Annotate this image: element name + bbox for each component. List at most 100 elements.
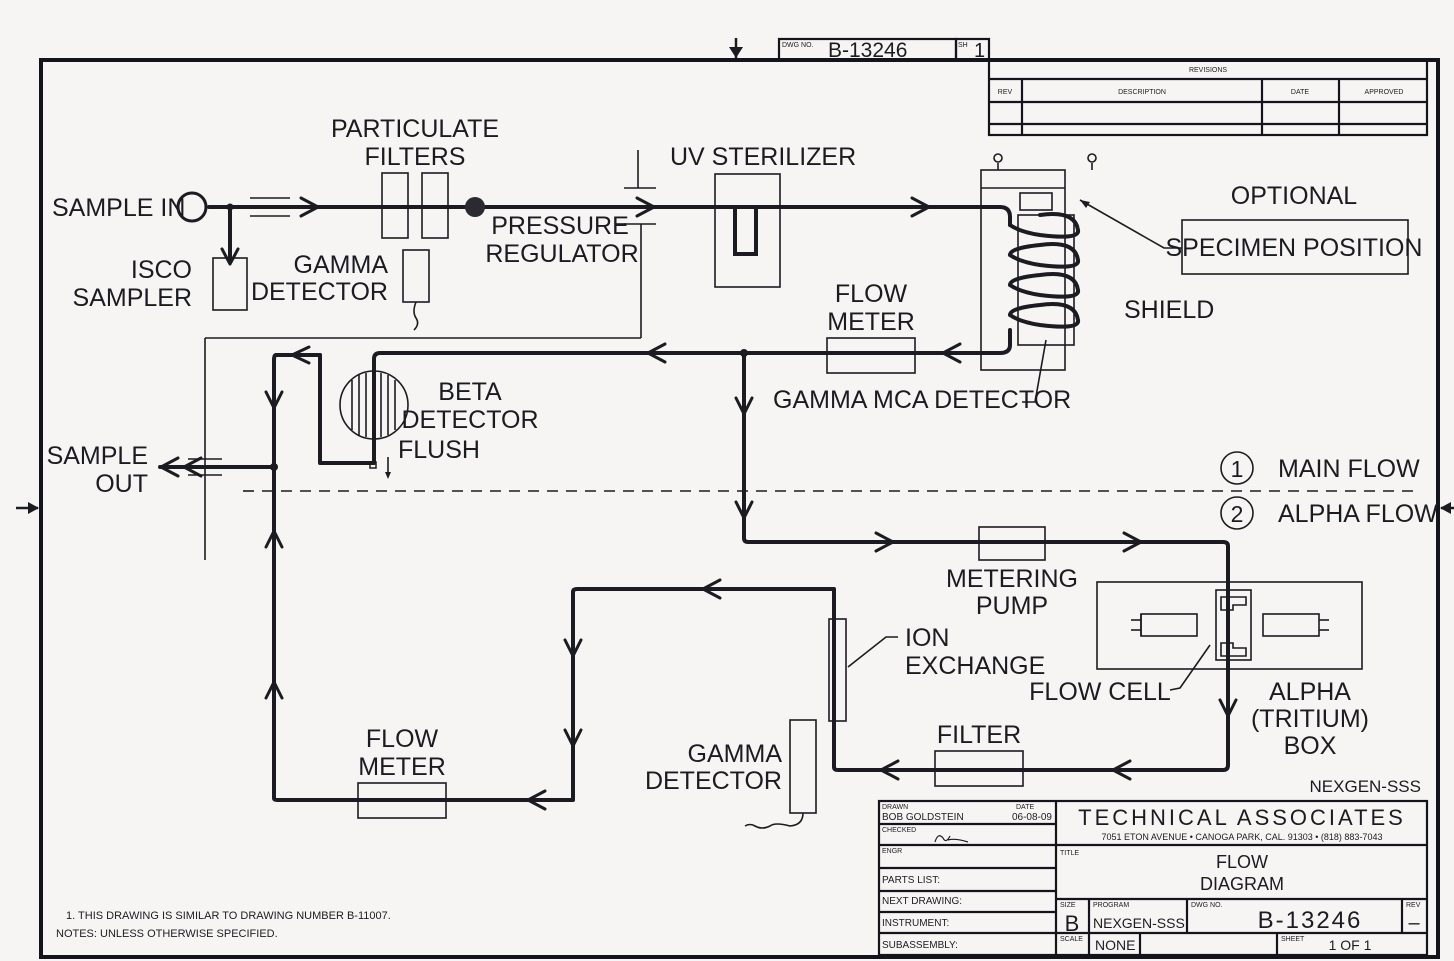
uv-lamp-icon xyxy=(733,207,758,256)
beta-detector-label-2: DETECTOR xyxy=(401,406,538,434)
alpha-box-label-3: BOX xyxy=(1284,732,1337,760)
engr-label: ENGR xyxy=(882,848,902,855)
coil-icon xyxy=(1008,212,1080,329)
arrow-left-icon xyxy=(646,342,667,364)
isco-sampler-label-2: SAMPLER xyxy=(73,284,192,312)
pressure-regulator-symbol xyxy=(188,150,656,560)
program-value: NEXGEN-SSS xyxy=(1093,915,1185,931)
drawing-border xyxy=(39,58,1440,959)
uv-sterilizer-box xyxy=(714,173,781,288)
size-label: SIZE xyxy=(1060,902,1076,909)
optional-label: OPTIONAL xyxy=(1231,182,1358,210)
filter-box xyxy=(934,750,1024,787)
specimen-position-box xyxy=(1181,219,1409,275)
arrow-left-icon xyxy=(879,759,900,781)
flush-label: FLUSH xyxy=(398,436,480,464)
main-inlet-line xyxy=(207,205,1012,227)
beta-detector-label: BETA xyxy=(438,378,502,406)
arrow-left-icon xyxy=(290,345,311,365)
flow-cell-box xyxy=(1215,589,1252,661)
title-block: DRAWN BOB GOLDSTEIN DATE 06-08-09 CHECKE… xyxy=(877,799,1429,957)
arrow-down-icon xyxy=(563,728,583,748)
arrow-right-icon xyxy=(874,531,895,553)
rev-value: – xyxy=(1408,912,1420,934)
particulate-filters-label-2: FILTERS xyxy=(365,143,466,171)
filter-label: FILTER xyxy=(937,721,1021,749)
arrow-left-icon xyxy=(526,789,547,811)
metering-pump-label: METERING xyxy=(946,565,1078,593)
sample-out-label-2: OUT xyxy=(95,470,148,498)
program-label: PROGRAM xyxy=(1093,902,1129,909)
checked-label: CHECKED xyxy=(882,827,916,834)
leader-line xyxy=(1022,339,1047,403)
flow-meter-top-label: FLOW xyxy=(835,280,908,308)
arrow-right-icon xyxy=(910,196,931,218)
isco-sampler-box xyxy=(212,257,248,311)
revisions-title: REVISIONS xyxy=(1189,67,1227,74)
arrow-down-icon xyxy=(734,396,754,416)
gamma-detector-bottom-label: GAMMA xyxy=(688,740,783,768)
specimen-position-label: SPECIMEN POSITION xyxy=(1166,234,1423,262)
ion-exchange-label-2: EXCHANGE xyxy=(905,652,1045,680)
parts-list-label: PARTS LIST: xyxy=(882,875,940,886)
beta-bypass-line xyxy=(318,353,374,465)
next-drawing-label: NEXT DRAWING: xyxy=(882,896,962,907)
top-center-marker-icon xyxy=(729,38,743,58)
gamma-mca-detector-label: GAMMA MCA DETECTOR xyxy=(773,386,1071,414)
size-value: B xyxy=(1065,911,1080,936)
legend-badge-2 xyxy=(1220,496,1254,530)
beta-detector-symbol xyxy=(339,370,409,479)
flow-meter-bottom-box xyxy=(357,782,447,819)
alpha-box xyxy=(1096,581,1363,670)
flow-meter-top-box xyxy=(826,337,916,374)
metering-pump-label-2: PUMP xyxy=(976,592,1048,620)
dwg-no-label: DWG NO. xyxy=(782,42,814,49)
ion-exchange-label: ION xyxy=(905,624,949,652)
left-center-marker-icon xyxy=(16,502,39,514)
arrow-up-icon xyxy=(264,529,284,549)
particulate-filters-label: PARTICULATE xyxy=(331,115,499,143)
program-tag: NEXGEN-SSS xyxy=(1310,777,1421,796)
particulate-filter-1 xyxy=(381,172,409,239)
junction-dot xyxy=(270,463,278,471)
uv-sterilizer-label: UV STERILIZER xyxy=(670,143,856,171)
date-value: 06-08-09 xyxy=(1012,812,1052,823)
drawn-by-value: BOB GOLDSTEIN xyxy=(882,812,964,823)
arrow-left-icon xyxy=(182,456,203,478)
subassembly-label: SUBASSEMBLY: xyxy=(882,940,958,951)
alpha-detector-left xyxy=(1140,613,1198,637)
alpha-box-label-2: (TRITIUM) xyxy=(1251,705,1369,733)
drawing-title-line-2: DIAGRAM xyxy=(1200,874,1284,894)
metering-pump-box xyxy=(978,526,1046,561)
arrow-down-icon xyxy=(264,390,284,410)
sample-in-port-icon xyxy=(176,191,208,223)
leader-line xyxy=(1169,644,1211,691)
arrow-left-icon xyxy=(159,456,180,478)
sheet-title-label: SHEET xyxy=(1281,936,1305,943)
rev-label: REV xyxy=(1406,902,1421,909)
specimen-position-slot xyxy=(1019,192,1053,211)
gamma-detector-bottom-label-2: DETECTOR xyxy=(645,767,782,795)
dwg-no-title-label: DWG NO. xyxy=(1191,902,1223,909)
gamma-detector-top-label-2: DETECTOR xyxy=(251,278,388,306)
sheet-label: SH xyxy=(958,42,968,49)
company-address: 7051 ETON AVENUE • CANOGA PARK, CAL. 913… xyxy=(1102,832,1383,842)
shield-box xyxy=(980,169,1066,371)
arrow-right-icon xyxy=(1122,531,1143,553)
arrow-down-icon xyxy=(563,638,583,658)
sheet-value: 1 xyxy=(974,40,985,62)
dwg-no-title-value: B-13246 xyxy=(1258,907,1363,934)
legend-main-flow: MAIN FLOW xyxy=(1278,455,1420,483)
junction-dot xyxy=(740,349,748,357)
flow-meter-bottom-label: FLOW xyxy=(366,725,439,753)
arrow-down-icon xyxy=(734,500,754,520)
gamma-detector-sensor-icon xyxy=(465,197,485,217)
instrument-label: INSTRUMENT: xyxy=(882,918,949,929)
arrow-left-icon xyxy=(701,578,722,600)
drawing-number-tab: DWG NO. B-13246 SH 1 xyxy=(777,37,991,62)
cable-icon xyxy=(413,301,419,331)
alpha-box-label: ALPHA xyxy=(1269,678,1351,706)
revisions-col-date: DATE xyxy=(1291,89,1309,96)
main-return-line xyxy=(370,328,1012,465)
